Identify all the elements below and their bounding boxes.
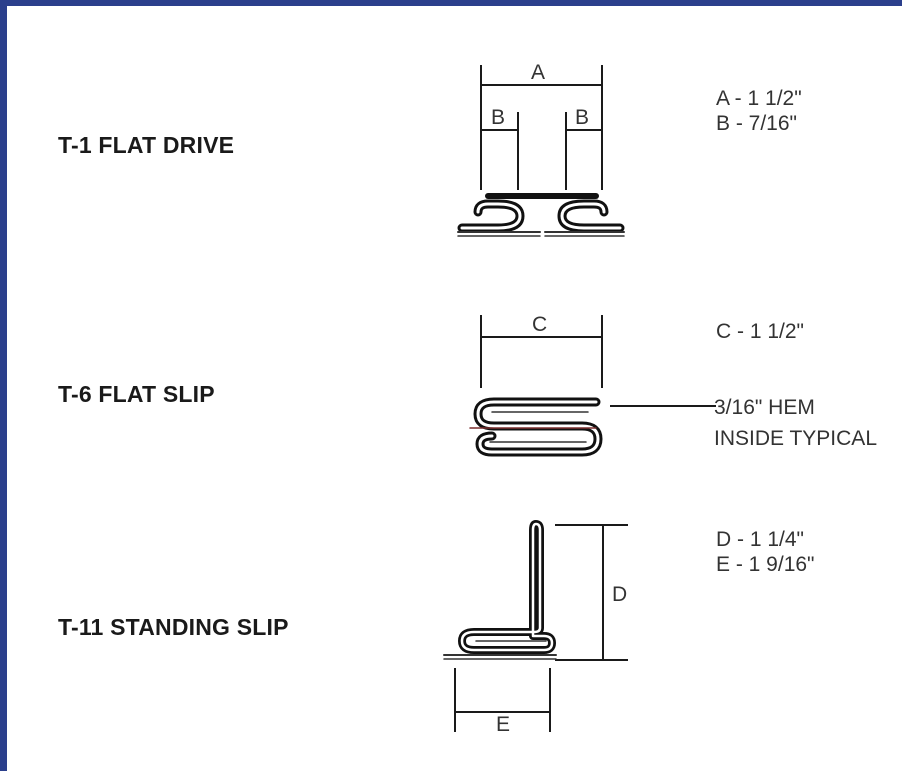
t1-spec-b: B - 7/16"	[716, 112, 797, 135]
frame-top-border	[0, 0, 902, 6]
t11-dim-d-label: D	[612, 583, 628, 606]
t11-spec-d: D - 1 1/4"	[716, 528, 804, 551]
t11-seam-profile	[443, 520, 557, 660]
t6-callout-line-2: INSIDE TYPICAL	[714, 427, 877, 450]
t1-dim-a-label: A	[531, 61, 546, 84]
t1-title: T-1 FLAT DRIVE	[58, 132, 235, 158]
t11-dim-e-label: E	[496, 713, 511, 736]
t11-spec-e: E - 1 9/16"	[716, 553, 815, 576]
t6-callout-line-1: 3/16" HEM	[714, 396, 815, 419]
t1-dim-b-left-label: B	[491, 106, 506, 129]
t1-spec-a: A - 1 1/2"	[716, 87, 802, 110]
t1-dim-b-right-label: B	[575, 106, 590, 129]
t11-dimension-lines	[454, 524, 628, 732]
t1-seam-profile	[457, 193, 625, 237]
t11-title: T-11 STANDING SLIP	[58, 614, 289, 640]
t6-seam-profile	[469, 397, 603, 457]
t6-dimension-lines	[480, 315, 603, 388]
t6-dim-c-label: C	[532, 313, 548, 336]
t6-spec-c: C - 1 1/2"	[716, 320, 804, 343]
t6-title: T-6 FLAT SLIP	[58, 381, 215, 407]
frame-left-border	[0, 0, 7, 771]
t1-dimension-lines	[480, 65, 603, 190]
